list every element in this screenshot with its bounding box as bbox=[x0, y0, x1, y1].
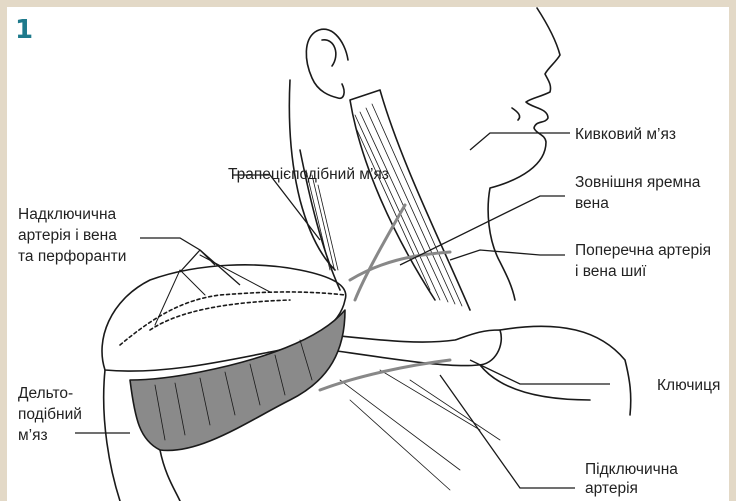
figure-number: 1 bbox=[15, 15, 33, 45]
subclavian-vessels bbox=[320, 360, 450, 390]
label-deltoid-3: м’яз bbox=[18, 425, 48, 446]
face-profile bbox=[488, 8, 560, 300]
label-sternocleidomastoid: Кивковий м’яз bbox=[575, 124, 676, 145]
label-deltoid-2: подібний bbox=[18, 404, 82, 425]
label-transverse-1: Поперечна артерія bbox=[575, 240, 711, 261]
label-external-jugular-2: вена bbox=[575, 193, 609, 214]
label-subclavian-2: артерія bbox=[585, 478, 638, 499]
label-trapezius: Трапецієподібний м’яз bbox=[228, 164, 389, 185]
label-supraclavicular-1: Надключична bbox=[18, 204, 116, 225]
external-jugular-vein bbox=[355, 205, 405, 300]
illustration-panel: 1 Трапецієподібний м’яз Надключична арте… bbox=[7, 7, 729, 501]
label-supraclavicular-2: артерія і вена bbox=[18, 225, 117, 246]
label-subclavian-1: Підключична bbox=[585, 459, 678, 480]
label-external-jugular-1: Зовнішня яремна bbox=[575, 172, 700, 193]
label-supraclavicular-3: та перфоранти bbox=[18, 246, 126, 267]
label-clavicle: Ключиця bbox=[657, 375, 720, 396]
label-transverse-2: і вена шиї bbox=[575, 261, 646, 282]
sternocleidomastoid bbox=[350, 90, 470, 310]
label-deltoid-1: Дельто- bbox=[18, 383, 73, 404]
deltoid-muscle bbox=[130, 310, 345, 450]
clavicle-bone bbox=[330, 330, 501, 366]
